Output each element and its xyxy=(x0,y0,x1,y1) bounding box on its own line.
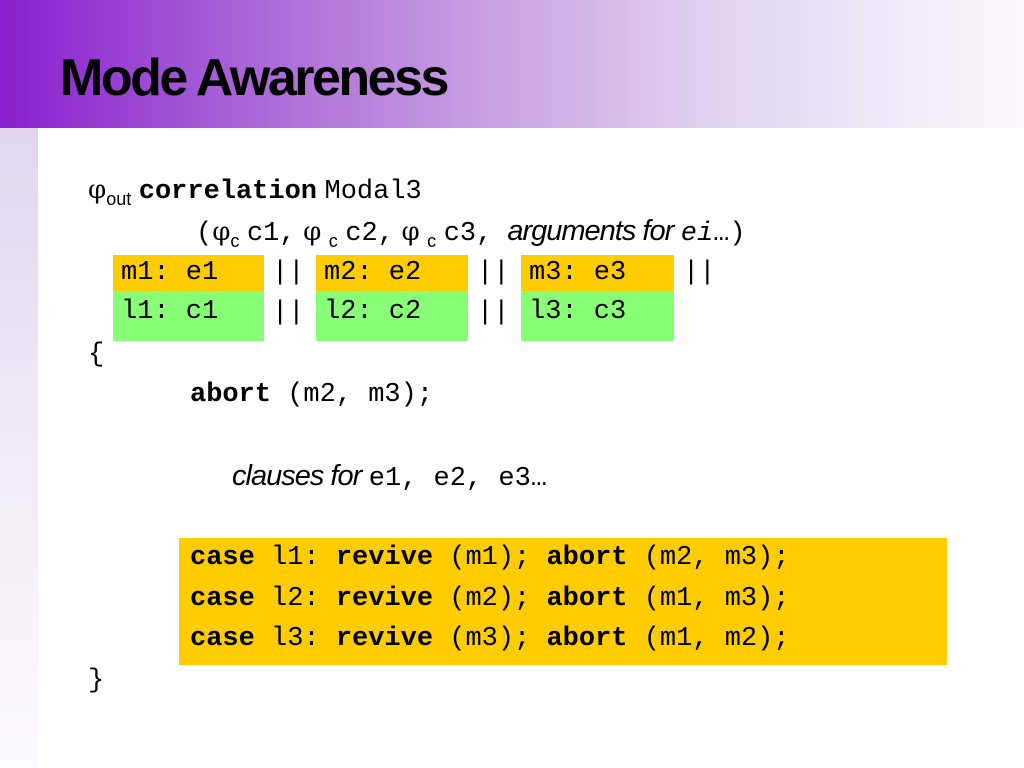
phi-symbol: φ xyxy=(88,175,107,205)
label-cell-l3: l3: c3 xyxy=(521,291,674,341)
phi-subscript: c xyxy=(230,231,240,251)
abort-statement: abort (m2, m3); xyxy=(190,382,433,409)
case-keyword: case xyxy=(190,624,255,654)
clauses-text: clauses for xyxy=(232,460,362,492)
parallel-separator: || xyxy=(477,258,510,288)
revive-keyword: revive xyxy=(335,543,434,573)
revive-args: (m2); xyxy=(449,584,531,614)
revive-args: (m1); xyxy=(449,543,531,573)
revive-args: (m3); xyxy=(449,624,531,654)
case-label: l1: xyxy=(271,543,320,573)
phi-symbol: φ xyxy=(303,217,322,247)
abort-keyword: abort xyxy=(546,543,628,573)
correlation-parameters-line: (φc c1, φ c c2, φ c c3, arguments for ei… xyxy=(196,215,746,251)
parallel-separator: || xyxy=(272,258,305,288)
abort-args: (m2, m3); xyxy=(643,543,790,573)
revive-keyword: revive xyxy=(335,584,434,614)
case-label: l2: xyxy=(271,584,320,614)
left-decorative-strip xyxy=(0,128,38,768)
clauses-code: e1, e2, e3 xyxy=(368,464,531,494)
phi-symbol: φ xyxy=(212,217,231,247)
open-brace: { xyxy=(88,340,105,370)
case-line-3: case l3: revive (m3); abort (m1, m2); xyxy=(190,626,790,653)
phi-subscript: c xyxy=(328,231,338,251)
title-bar-background xyxy=(0,0,1024,128)
param-c1: c1 xyxy=(246,219,280,249)
parallel-separator: || xyxy=(272,298,305,328)
param-c2: c2 xyxy=(345,219,378,249)
abort-keyword: abort xyxy=(546,624,628,654)
label-cell-l1: l1: c1 xyxy=(113,291,264,341)
phi-subscript: out xyxy=(106,189,132,209)
phi-subscript: c xyxy=(427,231,437,251)
label-cell-l2: l2: c2 xyxy=(316,291,468,341)
comma: , xyxy=(377,219,394,249)
param-c3: c3 xyxy=(443,219,477,249)
abort-args: (m2, m3); xyxy=(287,380,434,410)
abort-keyword: abort xyxy=(546,584,628,614)
mode-cell-m1: m1: e1 xyxy=(113,255,264,291)
correlation-name: Modal3 xyxy=(324,177,422,207)
close-brace: } xyxy=(88,666,105,696)
slide-title: Mode Awareness xyxy=(60,49,449,107)
comma: , xyxy=(279,219,296,249)
abort-args: (m1, m3); xyxy=(643,584,790,614)
case-keyword: case xyxy=(190,543,255,573)
clauses-tail: … xyxy=(530,464,547,494)
abort-keyword: abort xyxy=(190,380,272,410)
correlation-declaration-line: φout correlation Modal3 xyxy=(88,175,422,209)
parallel-separator: || xyxy=(683,258,716,288)
case-clauses-box xyxy=(179,538,947,665)
case-line-1: case l1: revive (m1); abort (m2, m3); xyxy=(190,545,790,572)
args-tail: …) xyxy=(713,219,746,249)
revive-keyword: revive xyxy=(335,624,434,654)
case-keyword: case xyxy=(190,584,255,614)
ei-code: ei xyxy=(680,219,714,249)
clauses-placeholder-line: clauses for e1, e2, e3… xyxy=(232,462,547,493)
mode-cell-m2: m2: e2 xyxy=(316,255,468,291)
open-paren: ( xyxy=(196,219,213,249)
abort-args: (m1, m2); xyxy=(643,624,790,654)
arguments-text: arguments for xyxy=(507,215,674,247)
case-line-2: case l2: revive (m2); abort (m1, m3); xyxy=(190,586,790,613)
parallel-separator: || xyxy=(477,298,510,328)
comma: , xyxy=(476,219,493,249)
case-label: l3: xyxy=(271,624,320,654)
phi-symbol: φ xyxy=(401,217,420,247)
mode-cell-m3: m3: e3 xyxy=(521,255,674,291)
correlation-keyword: correlation xyxy=(138,177,317,207)
